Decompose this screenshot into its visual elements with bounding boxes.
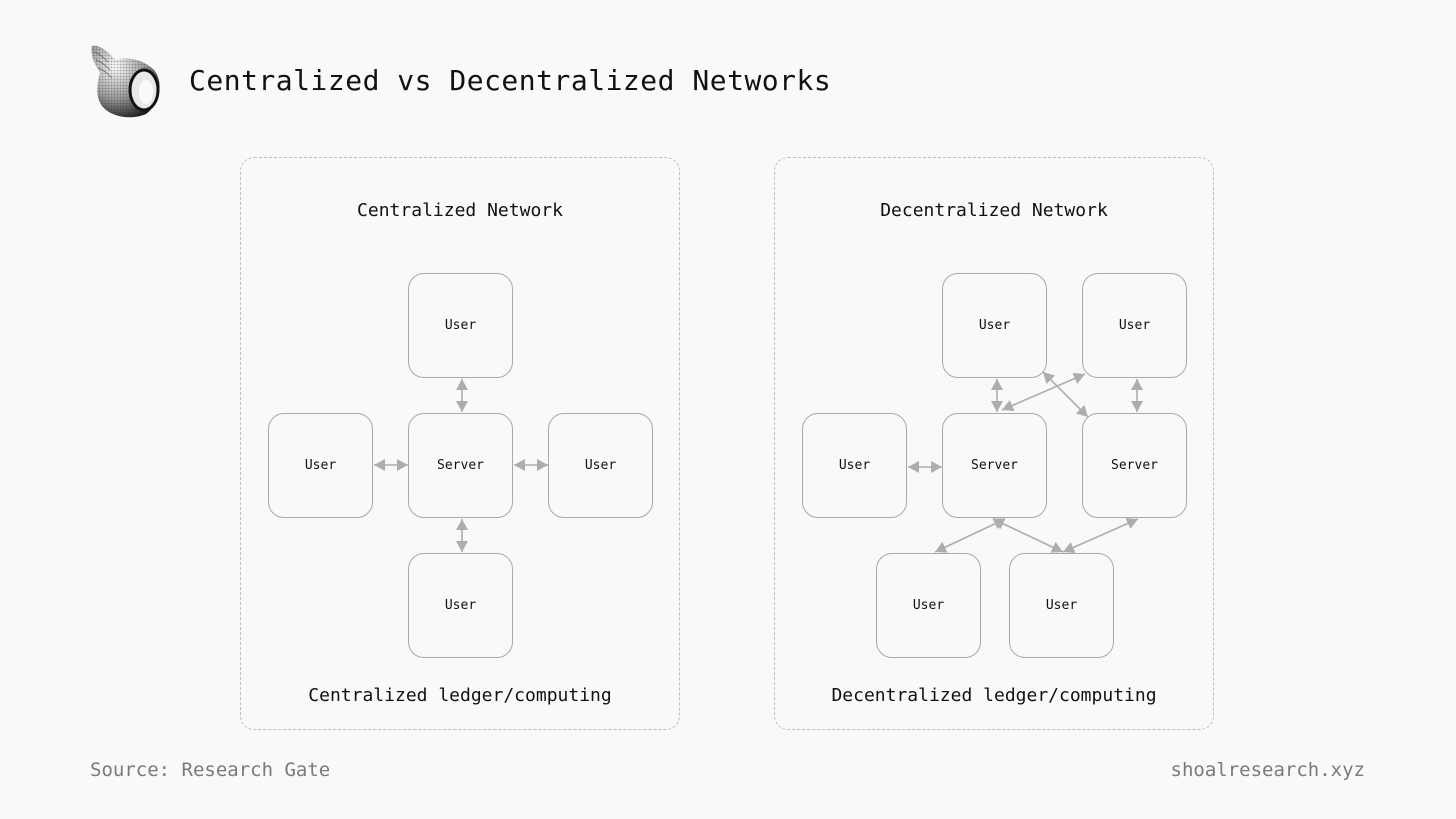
centralized-user-bottom: User bbox=[408, 553, 513, 658]
centralized-caption: Centralized ledger/computing bbox=[308, 685, 612, 706]
decentralized-network-title: Decentralized Network bbox=[880, 200, 1108, 221]
centralized-user-left: User bbox=[268, 413, 373, 518]
decentralized-caption: Decentralized ledger/computing bbox=[831, 685, 1157, 706]
decentralized-server-right: Server bbox=[1082, 413, 1187, 518]
centralized-user-top: User bbox=[408, 273, 513, 378]
decentralized-user-bottom-left: User bbox=[876, 553, 981, 658]
page-title: Centralized vs Decentralized Networks bbox=[189, 64, 832, 97]
footer-site-link[interactable]: shoalresearch.xyz bbox=[1170, 759, 1365, 781]
decentralized-server-left: Server bbox=[942, 413, 1047, 518]
seashell-logo-icon bbox=[91, 45, 160, 118]
decentralized-user-bottom-right: User bbox=[1009, 553, 1114, 658]
decentralized-user-top-left: User bbox=[942, 273, 1047, 378]
decentralized-network-panel: Decentralized Network User User User Ser… bbox=[774, 157, 1214, 730]
centralized-network-title: Centralized Network bbox=[357, 200, 563, 221]
centralized-user-right: User bbox=[548, 413, 653, 518]
centralized-network-panel: Centralized Network User User Server Use… bbox=[240, 157, 680, 730]
centralized-server: Server bbox=[408, 413, 513, 518]
decentralized-user-top-right: User bbox=[1082, 273, 1187, 378]
footer-source: Source: Research Gate bbox=[90, 759, 331, 781]
decentralized-user-left: User bbox=[802, 413, 907, 518]
